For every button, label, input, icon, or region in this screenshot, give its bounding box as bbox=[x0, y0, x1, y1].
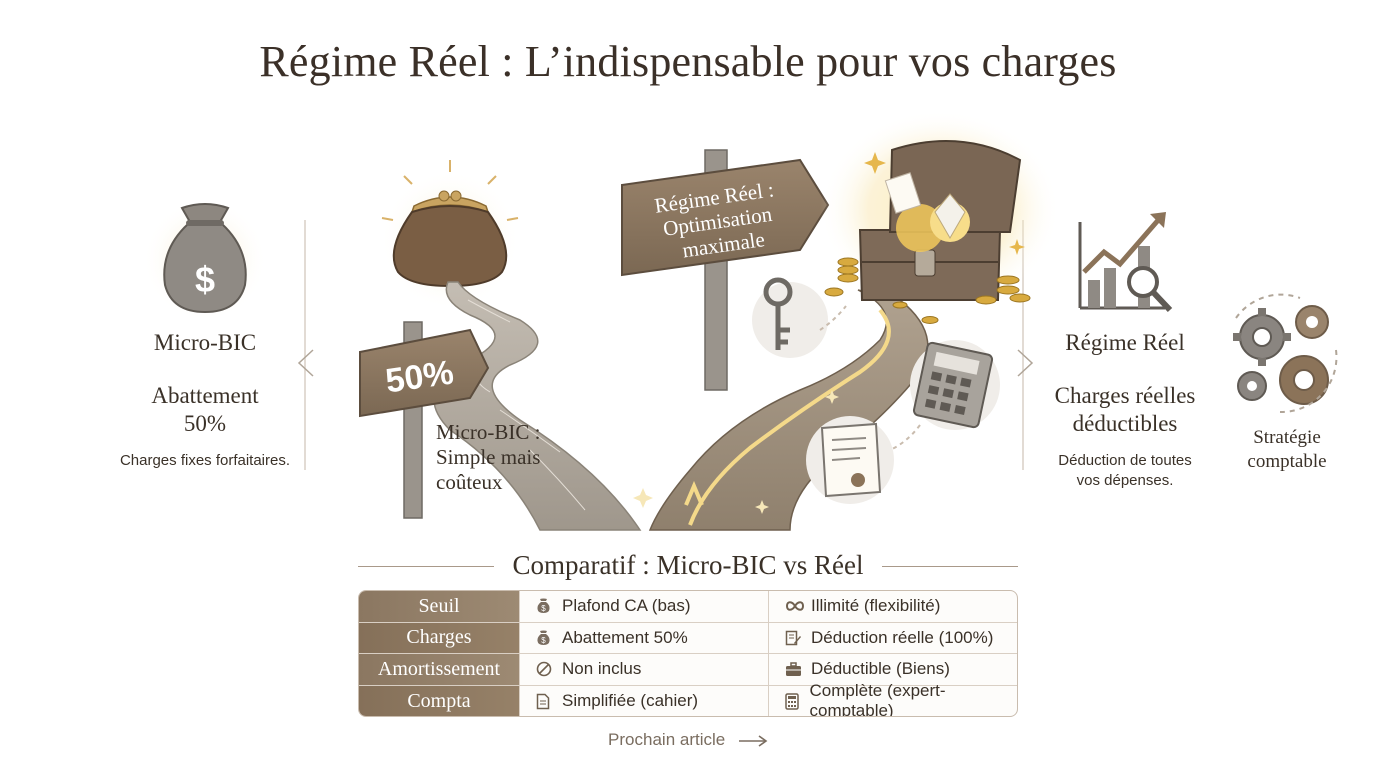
row-label: Amortissement bbox=[359, 654, 520, 685]
sign-micro-label: 50% bbox=[383, 353, 456, 400]
row-label: Compta bbox=[359, 685, 520, 716]
calculator-icon bbox=[910, 340, 1000, 430]
money-bag-icon: $ bbox=[536, 630, 562, 646]
comparison-table: Seuil $ Plafond CA (bas) Illimité (flexi… bbox=[358, 590, 1018, 717]
svg-text:$: $ bbox=[541, 636, 546, 645]
reel-cell: Déduction réelle (100%) bbox=[769, 623, 1017, 654]
reel-cell: Complète (expert-comptable) bbox=[769, 681, 1017, 716]
table-row: Compta Simplifiée (cahier) Complète (exp… bbox=[359, 681, 1017, 716]
reel-cell-text: Déductible (Biens) bbox=[811, 659, 950, 679]
micro-bic-headline: Abattement 50% bbox=[105, 382, 305, 438]
calculator-icon bbox=[785, 693, 810, 710]
reel-cell-text: Complète (expert-comptable) bbox=[809, 681, 946, 717]
key-icon bbox=[752, 277, 828, 358]
money-bag-icon: $ bbox=[143, 198, 267, 322]
road-label-line2: Simple mais bbox=[436, 445, 541, 469]
money-bag-icon: $ bbox=[536, 598, 562, 614]
reel-cell-text: Déduction réelle (100%) bbox=[811, 627, 994, 647]
reel-cell-text: Illimité (flexibilité) bbox=[811, 596, 941, 616]
arrow-right-icon bbox=[738, 730, 768, 750]
document-edit-icon bbox=[785, 630, 811, 646]
micro-cell: Simplifiée (cahier) bbox=[520, 685, 769, 716]
next-article-link[interactable]: Prochain article bbox=[0, 730, 1376, 750]
briefcase-icon bbox=[785, 662, 811, 677]
regime-reel-title: Régime Réel bbox=[1065, 330, 1185, 355]
prohibited-icon bbox=[536, 661, 562, 677]
micro-cell-text: Plafond CA (bas) bbox=[562, 596, 691, 616]
reel-cell: Déductible (Biens) bbox=[769, 654, 1017, 685]
document-icon bbox=[536, 693, 562, 710]
micro-cell-text: Non inclus bbox=[562, 659, 642, 679]
purse-icon bbox=[380, 160, 520, 310]
micro-bic-headline-line2: 50% bbox=[183, 411, 227, 436]
micro-bic-title: Micro-BIC bbox=[153, 330, 257, 355]
micro-bic-note: Charges fixes forfaitaires. bbox=[119, 452, 291, 469]
table-row: Amortissement Non inclus Déductible (Bie… bbox=[359, 654, 1017, 686]
next-article-label: Prochain article bbox=[608, 730, 726, 749]
strategy-label: Stratégie comptable bbox=[1222, 426, 1352, 474]
strategy-line1: Stratégie bbox=[1253, 427, 1321, 448]
strategy-line2: comptable bbox=[1247, 451, 1327, 472]
regime-reel-headline-line2: déductibles bbox=[1072, 411, 1178, 436]
regime-reel-headline-line1: Charges réelles bbox=[1054, 383, 1196, 408]
comparison-rule-right bbox=[882, 566, 1018, 567]
certificate-icon bbox=[806, 416, 894, 504]
gears-icon bbox=[1233, 293, 1338, 414]
table-row: Charges $ Abattement 50% Déduction réell… bbox=[359, 622, 1017, 654]
row-label: Charges bbox=[359, 622, 520, 653]
svg-text:$: $ bbox=[195, 259, 215, 300]
micro-bic-road-label: Micro-BIC : Simple mais coûteux bbox=[436, 420, 596, 495]
regime-reel-note-line1: Déduction de toutes bbox=[1058, 452, 1192, 469]
treasure-chest-icon bbox=[820, 110, 1060, 310]
svg-text:$: $ bbox=[541, 604, 546, 613]
road-label-line3: coûteux bbox=[436, 470, 503, 494]
regime-reel-note-line2: vos dépenses. bbox=[1076, 472, 1174, 489]
page-title: Régime Réel : L’indispensable pour vos c… bbox=[259, 37, 1117, 86]
micro-cell: $ Plafond CA (bas) bbox=[520, 591, 769, 622]
infinity-icon bbox=[785, 600, 811, 612]
reel-cell: Illimité (flexibilité) bbox=[769, 591, 1017, 622]
regime-reel-headline: Charges réelles déductibles bbox=[1030, 382, 1220, 438]
growth-chart-icon bbox=[1078, 212, 1173, 313]
road-label-line1: Micro-BIC : bbox=[436, 420, 541, 444]
regime-reel-note: Déduction de toutes vos dépenses. bbox=[1030, 451, 1220, 491]
micro-cell: $ Abattement 50% bbox=[520, 622, 769, 653]
row-label: Seuil bbox=[359, 591, 520, 622]
micro-cell-text: Simplifiée (cahier) bbox=[562, 691, 699, 711]
comparison-rule-left bbox=[358, 566, 494, 567]
micro-cell: Non inclus bbox=[520, 654, 769, 685]
micro-cell-text: Abattement 50% bbox=[562, 627, 688, 647]
table-row: Seuil $ Plafond CA (bas) Illimité (flexi… bbox=[359, 591, 1017, 623]
comparison-title: Comparatif : Micro-BIC vs Réel bbox=[512, 550, 864, 580]
micro-bic-headline-line1: Abattement bbox=[151, 383, 259, 408]
